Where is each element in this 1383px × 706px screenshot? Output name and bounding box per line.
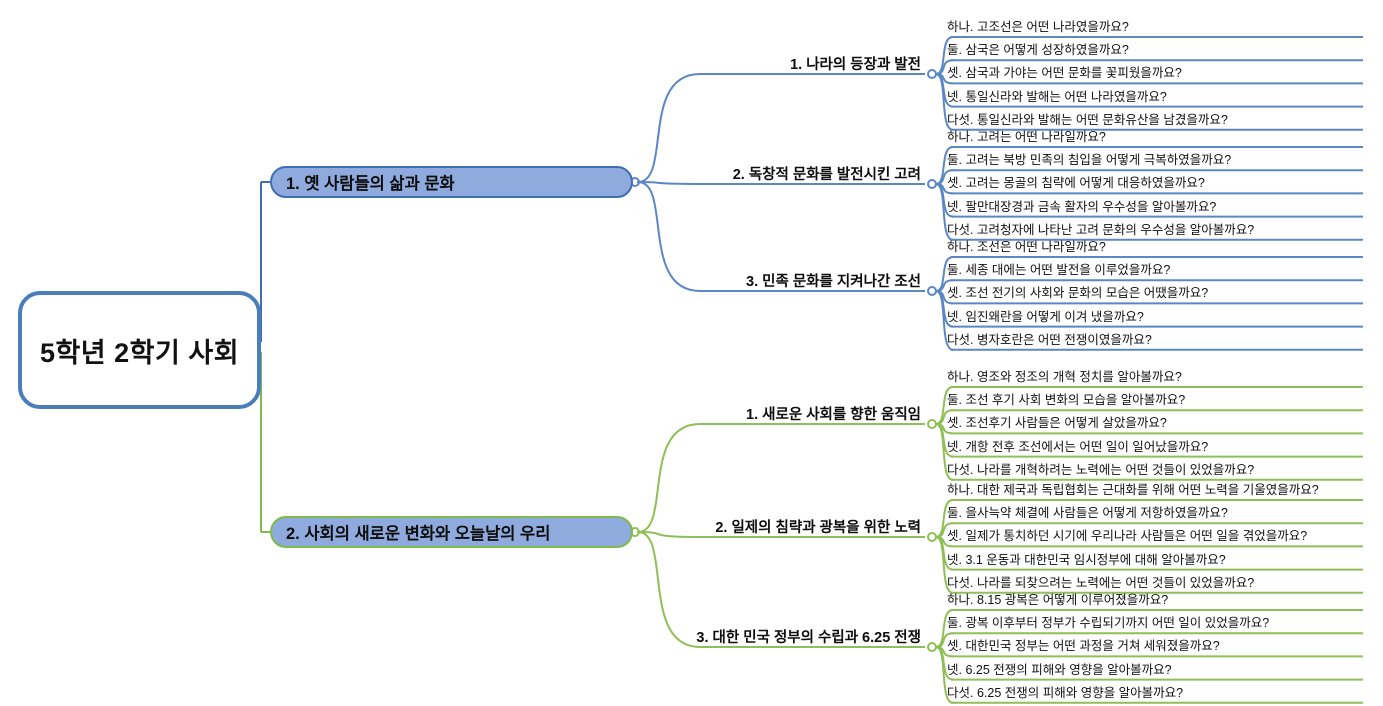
leaf-label: 하나. 대한 제국과 독립협회는 근대화를 위해 어떤 노력을 기울였을까요?: [947, 483, 1319, 497]
leaf-node-2-3-4[interactable]: 넷. 6.25 전쟁의 피해와 영향을 알아볼까요?: [947, 660, 1172, 681]
subtopic-node-1-1[interactable]: 1. 나라의 등장과 발전: [0, 53, 925, 74]
leaf-node-1-2-3[interactable]: 셋. 고려는 몽골의 침략에 어떻게 대응하였을까요?: [947, 173, 1205, 194]
leaf-label: 다섯. 나라를 되찾으려는 노력에는 어떤 것들이 있었을까요?: [947, 575, 1255, 590]
branch-label-1: 1. 옛 사람들의 삶과 문화: [286, 175, 455, 193]
leaf-label: 넷. 3.1 운동과 대한민국 임시정부에 대해 알아볼까요?: [947, 552, 1226, 567]
leaf-label: 넷. 6.25 전쟁의 피해와 영향을 알아볼까요?: [947, 662, 1172, 677]
leaf-node-2-3-1[interactable]: 하나. 8.15 광복은 어떻게 이루어졌을까요?: [947, 590, 1168, 611]
leaf-label: 둘. 세종 대에는 어떤 발전을 이루었을까요?: [947, 263, 1171, 278]
leaf-node-1-3-3[interactable]: 셋. 조선 전기의 사회와 문화의 모습은 어땠을까요?: [947, 283, 1208, 304]
subtopic-node-1-2[interactable]: 2. 독창적 문화를 발전시킨 고려: [0, 163, 925, 184]
leaf-node-2-1-4[interactable]: 넷. 개항 전후 조선에서는 어떤 일이 일어났을까요?: [947, 437, 1208, 458]
branch-label-2: 2. 사회의 새로운 변화와 오늘날의 우리: [286, 525, 551, 543]
leaf-label: 하나. 고려는 어떤 나라일까요?: [947, 130, 1106, 144]
subtopic-node-2-2[interactable]: 2. 일제의 침략과 광복을 위한 노력: [0, 516, 925, 537]
leaf-node-1-3-4[interactable]: 넷. 임진왜란을 어떻게 이겨 냈을까요?: [947, 307, 1144, 328]
subtopic-node-1-3[interactable]: 3. 민족 문화를 지켜나간 조선: [0, 270, 925, 291]
subtopic-label: 3. 민족 문화를 지켜나간 조선: [746, 274, 921, 290]
leaf-node-2-1-5[interactable]: 다섯. 나라를 개혁하려는 노력에는 어떤 것들이 있었을까요?: [947, 460, 1254, 481]
leaf-node-1-1-2[interactable]: 둘. 삼국은 어떻게 성장하였을까요?: [947, 40, 1129, 61]
leaf-label: 하나. 8.15 광복은 어떻게 이루어졌을까요?: [947, 593, 1169, 607]
subtopic-node-2-3[interactable]: 3. 대한 민국 정부의 수립과 6.25 전쟁: [0, 626, 925, 647]
leaf-label: 둘. 광복 이후부터 정부가 수립되기까지 어떤 일이 있었을까요?: [947, 616, 1270, 631]
root-node[interactable]: 5학년 2학기 사회: [18, 291, 261, 409]
leaf-label: 둘. 조선 후기 사회 변화의 모습을 알아볼까요?: [947, 393, 1186, 408]
leaf-node-2-1-1[interactable]: 하나. 영조와 정조의 개혁 정치를 알아볼까요?: [947, 367, 1182, 388]
leaf-label: 셋. 조선 전기의 사회와 문화의 모습은 어땠을까요?: [947, 286, 1209, 301]
leaf-node-2-2-3[interactable]: 셋. 일제가 통치하던 시기에 우리나라 사람들은 어떤 일을 겪었을까요?: [947, 526, 1307, 547]
leaf-node-2-3-5[interactable]: 다섯. 6.25 전쟁의 피해와 영향을 알아볼까요?: [947, 683, 1183, 704]
leaf-node-2-3-2[interactable]: 둘. 광복 이후부터 정부가 수립되기까지 어떤 일이 있었을까요?: [947, 613, 1269, 634]
leaf-label: 셋. 고려는 몽골의 침략에 어떻게 대응하였을까요?: [947, 176, 1205, 191]
leaf-label: 하나. 영조와 정조의 개혁 정치를 알아볼까요?: [947, 370, 1182, 384]
leaf-node-2-1-2[interactable]: 둘. 조선 후기 사회 변화의 모습을 알아볼까요?: [947, 390, 1185, 411]
root-label: 5학년 2학기 사회: [39, 337, 240, 368]
leaf-label: 다섯. 고려청자에 나타난 고려 문화의 우수성을 알아볼까요?: [947, 222, 1255, 237]
leaf-label: 하나. 고조선은 어떤 나라였을까요?: [947, 20, 1129, 34]
leaf-label: 넷. 임진왜란을 어떻게 이겨 냈을까요?: [947, 309, 1144, 324]
branch-node-1[interactable]: 1. 옛 사람들의 삶과 문화: [270, 166, 633, 198]
leaf-label: 다섯. 6.25 전쟁의 피해와 영향을 알아볼까요?: [947, 685, 1184, 700]
leaf-node-1-2-5[interactable]: 다섯. 고려청자에 나타난 고려 문화의 우수성을 알아볼까요?: [947, 220, 1254, 241]
subtopic-node-2-1[interactable]: 1. 새로운 사회를 향한 움직임: [0, 403, 925, 424]
leaf-node-1-3-2[interactable]: 둘. 세종 대에는 어떤 발전을 이루었을까요?: [947, 260, 1170, 281]
leaf-label: 둘. 삼국은 어떻게 성장하였을까요?: [947, 43, 1129, 58]
leaf-node-1-3-5[interactable]: 다섯. 병자호란은 어떤 전쟁이였을까요?: [947, 330, 1152, 351]
leaf-label: 넷. 팔만대장경과 금속 활자의 우수성을 알아볼까요?: [947, 199, 1217, 214]
leaf-label: 다섯. 병자호란은 어떤 전쟁이였을까요?: [947, 332, 1152, 347]
leaf-label: 둘. 을사늑약 체결에 사람들은 어떻게 저항하였을까요?: [947, 506, 1228, 521]
subtopic-label: 1. 나라의 등장과 발전: [790, 57, 921, 73]
subtopic-label: 3. 대한 민국 정부의 수립과 6.25 전쟁: [696, 630, 921, 646]
leaf-label: 다섯. 통일신라와 발해는 어떤 문화유산을 남겼을까요?: [947, 112, 1228, 127]
leaf-node-2-2-5[interactable]: 다섯. 나라를 되찾으려는 노력에는 어떤 것들이 있었을까요?: [947, 573, 1254, 594]
leaf-node-2-2-2[interactable]: 둘. 을사늑약 체결에 사람들은 어떻게 저항하였을까요?: [947, 503, 1228, 524]
leaf-label: 셋. 삼국과 가야는 어떤 문화를 꽃피웠을까요?: [947, 66, 1182, 81]
leaf-node-1-2-2[interactable]: 둘. 고려는 북방 민족의 침입을 어떻게 극복하였을까요?: [947, 150, 1231, 171]
leaf-node-2-2-4[interactable]: 넷. 3.1 운동과 대한민국 임시정부에 대해 알아볼까요?: [947, 550, 1226, 571]
leaf-label: 하나. 조선은 어떤 나라일까요?: [947, 240, 1106, 254]
leaf-label: 셋. 일제가 통치하던 시기에 우리나라 사람들은 어떤 일을 겪었을까요?: [947, 529, 1308, 544]
leaf-node-1-3-1[interactable]: 하나. 조선은 어떤 나라일까요?: [947, 237, 1106, 258]
leaf-label: 넷. 개항 전후 조선에서는 어떤 일이 일어났을까요?: [947, 439, 1209, 454]
leaf-label: 셋. 조선후기 사람들은 어떻게 살았을까요?: [947, 416, 1167, 431]
leaf-node-1-1-4[interactable]: 넷. 통일신라와 발해는 어떤 나라였을까요?: [947, 87, 1167, 108]
subtopic-label: 2. 일제의 침략과 광복을 위한 노력: [715, 520, 921, 536]
leaf-node-2-1-3[interactable]: 셋. 조선후기 사람들은 어떻게 살았을까요?: [947, 413, 1167, 434]
leaf-node-1-2-4[interactable]: 넷. 팔만대장경과 금속 활자의 우수성을 알아볼까요?: [947, 197, 1216, 218]
leaf-node-2-3-3[interactable]: 셋. 대한민국 정부는 어떤 과정을 거쳐 세워졌을까요?: [947, 636, 1220, 657]
leaf-label: 셋. 대한민국 정부는 어떤 과정을 거쳐 세워졌을까요?: [947, 639, 1220, 654]
leaf-node-1-1-3[interactable]: 셋. 삼국과 가야는 어떤 문화를 꽃피웠을까요?: [947, 63, 1182, 84]
subtopic-label: 2. 독창적 문화를 발전시킨 고려: [732, 167, 921, 183]
leaf-node-1-1-5[interactable]: 다섯. 통일신라와 발해는 어떤 문화유산을 남겼을까요?: [947, 110, 1228, 131]
branch-node-2[interactable]: 2. 사회의 새로운 변화와 오늘날의 우리: [270, 516, 633, 548]
leaf-label: 다섯. 나라를 개혁하려는 노력에는 어떤 것들이 있었을까요?: [947, 462, 1255, 477]
subtopic-label: 1. 새로운 사회를 향한 움직임: [746, 407, 921, 423]
leaf-node-1-2-1[interactable]: 하나. 고려는 어떤 나라일까요?: [947, 127, 1106, 148]
leaf-label: 넷. 통일신라와 발해는 어떤 나라였을까요?: [947, 89, 1167, 104]
leaf-node-2-2-1[interactable]: 하나. 대한 제국과 독립협회는 근대화를 위해 어떤 노력을 기울였을까요?: [947, 480, 1319, 501]
leaf-node-1-1-1[interactable]: 하나. 고조선은 어떤 나라였을까요?: [947, 17, 1129, 38]
leaf-label: 둘. 고려는 북방 민족의 침입을 어떻게 극복하였을까요?: [947, 153, 1232, 168]
